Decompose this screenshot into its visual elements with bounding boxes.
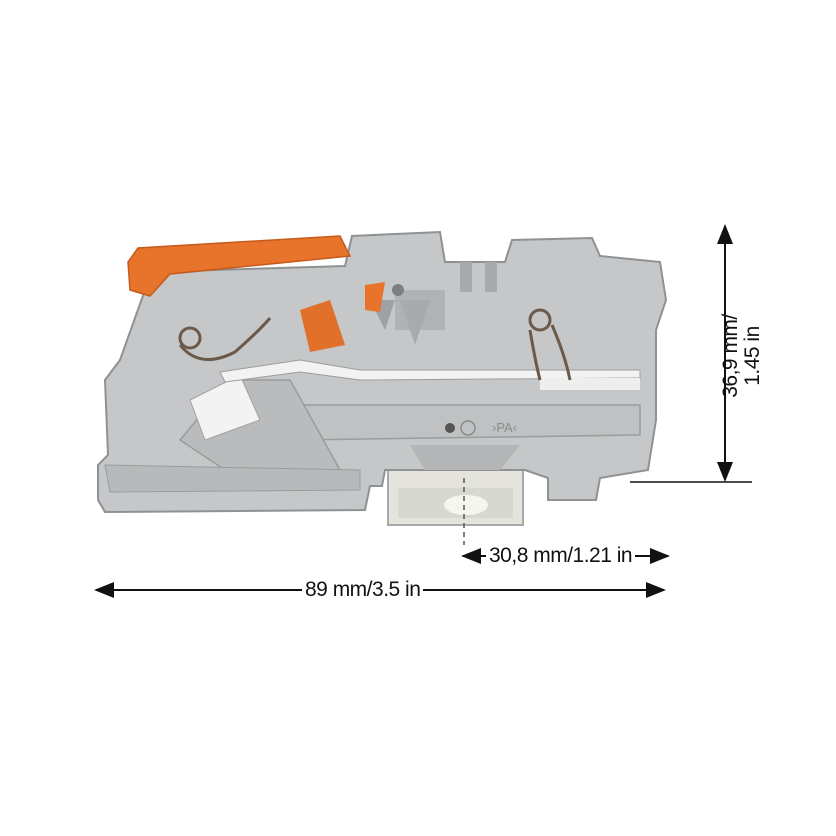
orange-lever	[127, 235, 385, 352]
height-label-line1: 36,9 mm/	[719, 314, 742, 398]
height-label-line2: 1.45 in	[741, 326, 764, 386]
total-width-label: 89 mm/3.5 in	[302, 578, 424, 602]
pa-marking: ›PA‹	[492, 420, 517, 435]
din-rail	[387, 469, 524, 526]
terminal-housing: ›PA‹	[97, 230, 668, 514]
clamp-springs	[178, 308, 572, 381]
rail-offset-label: 30,8 mm/1.21 in	[486, 544, 636, 568]
height-label: 36,9 mm/ 1.45 in	[719, 311, 764, 401]
